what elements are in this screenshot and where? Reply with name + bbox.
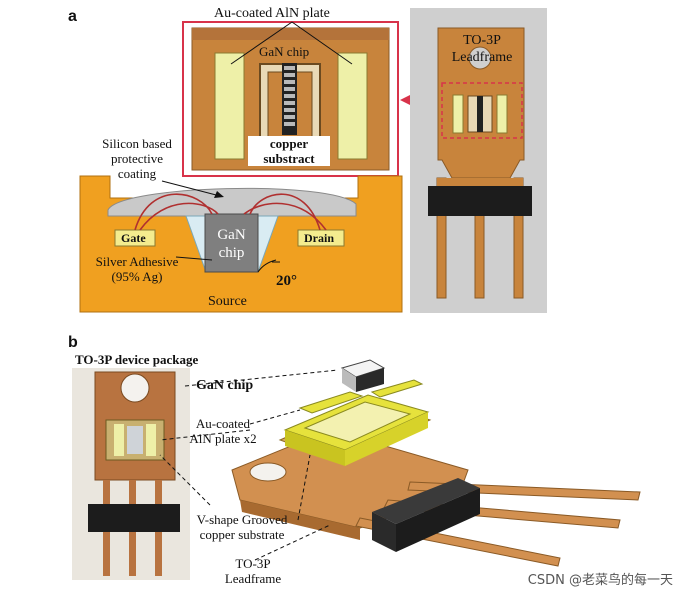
inset-gan-chip-label: GaN chip	[259, 44, 310, 59]
top-inset-title: Au-coated AlN plate	[214, 6, 330, 21]
b-plate-label: Au-coated AlN plate x2	[183, 416, 263, 446]
leadframe-line2: Leadframe	[451, 50, 513, 65]
copper-label-line2: substract	[263, 151, 315, 166]
photo-package	[72, 368, 190, 580]
source-label: Source	[208, 294, 247, 309]
leadframe-line1: TO-3P	[463, 33, 501, 48]
cross-section	[79, 175, 403, 313]
copper-label: copper substract	[248, 136, 330, 166]
coating-label: Silicon based protective coating	[82, 136, 192, 181]
b-substrate-label: V-shape Grooved copper substrate	[186, 512, 298, 542]
b-substrate-line1: V-shape Grooved	[196, 512, 288, 527]
b-leadframe-line2: Leadframe	[224, 571, 282, 586]
b-gan-chip-label: GaN chip	[196, 378, 254, 393]
drain-label: Drain	[304, 231, 334, 245]
chip-line1: GaN	[217, 227, 246, 243]
exploded-view	[159, 359, 641, 567]
adhesive-line2: (95% Ag)	[111, 269, 163, 284]
panel-a-label: a	[68, 8, 77, 25]
panel-b-label: b	[68, 334, 78, 351]
b-leadframe-label: TO-3P Leadframe	[218, 556, 288, 586]
angle-label: 20°	[276, 273, 297, 289]
package-title: TO-3P device package	[75, 352, 199, 367]
adhesive-line1: Silver Adhesive	[95, 254, 179, 269]
b-plate-line2: AlN plate x2	[189, 431, 257, 446]
b-leadframe-line1: TO-3P	[235, 556, 271, 571]
chip-line2: chip	[218, 245, 245, 261]
gate-label: Gate	[121, 231, 146, 245]
chip-label: GaN chip	[205, 226, 258, 262]
b-substrate-line2: copper substrate	[199, 527, 285, 542]
copper-label-line1: copper	[269, 136, 309, 151]
leadframe-panel	[410, 8, 547, 313]
coating-line1: Silicon based	[102, 136, 172, 151]
coating-line3: coating	[117, 166, 157, 181]
b-plate-line1: Au-coated	[195, 416, 251, 431]
leadframe-title: TO-3P Leadframe	[446, 32, 518, 66]
coating-line2: protective	[111, 151, 163, 166]
adhesive-label: Silver Adhesive (95% Ag)	[88, 254, 186, 284]
watermark-text: CSDN @老菜鸟的每一天	[527, 573, 673, 588]
